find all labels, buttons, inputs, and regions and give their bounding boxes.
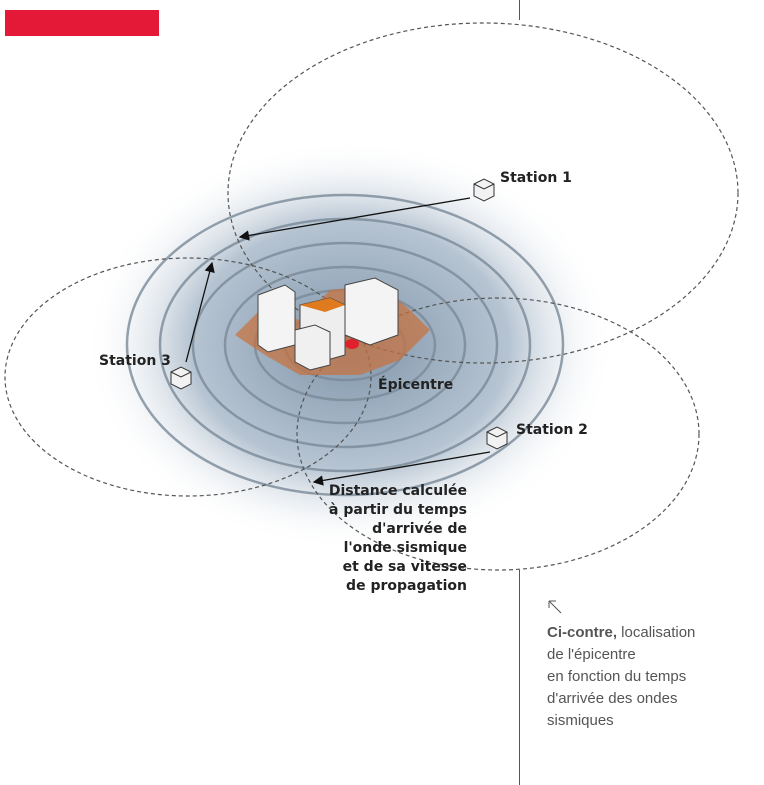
distance-line: l'onde sismique bbox=[343, 540, 467, 556]
distance-line: d'arrivée de bbox=[372, 521, 467, 537]
station1-distance-arrow bbox=[238, 197, 471, 241]
caption-line: de l'épicentre bbox=[547, 646, 636, 663]
distance-line: et de sa vitesse bbox=[342, 559, 467, 575]
station2-range-circle bbox=[296, 297, 700, 571]
distance-line: Distance calculée bbox=[328, 483, 467, 499]
caption-line: en fonction du temps bbox=[547, 668, 687, 685]
station1-range-circle bbox=[227, 22, 739, 364]
station3-range-circle bbox=[4, 257, 372, 497]
divider-line-top bbox=[519, 0, 520, 20]
station2-label: Station 2 bbox=[516, 422, 588, 438]
station3-icon bbox=[170, 366, 192, 390]
divider-line-bottom bbox=[519, 570, 520, 785]
station1-label: Station 1 bbox=[500, 170, 572, 186]
station3-distance-arrow bbox=[185, 261, 215, 363]
header-red-bar bbox=[5, 10, 159, 36]
caption: Ci-contre, localisation de l'épicentre e… bbox=[547, 622, 695, 732]
distance-explanation: Distance calculée à partir du temps d'ar… bbox=[300, 482, 467, 596]
caption-line: d'arrivée des ondes bbox=[547, 690, 678, 707]
epicentre-marker bbox=[345, 339, 359, 349]
caption-bold: Ci-contre, bbox=[547, 624, 618, 641]
station2-distance-arrow bbox=[312, 451, 491, 486]
distance-line: à partir du temps bbox=[329, 502, 467, 518]
epicentre-label: Épicentre bbox=[378, 377, 454, 393]
city-buildings bbox=[235, 277, 430, 375]
arrow-up-left-icon bbox=[548, 600, 562, 614]
station3-label: Station 3 bbox=[99, 353, 171, 369]
station2-icon bbox=[486, 426, 508, 450]
caption-line: sismiques bbox=[547, 712, 614, 729]
caption-rest: localisation bbox=[617, 624, 696, 641]
distance-line: de propagation bbox=[346, 578, 467, 594]
station1-icon bbox=[473, 178, 495, 202]
